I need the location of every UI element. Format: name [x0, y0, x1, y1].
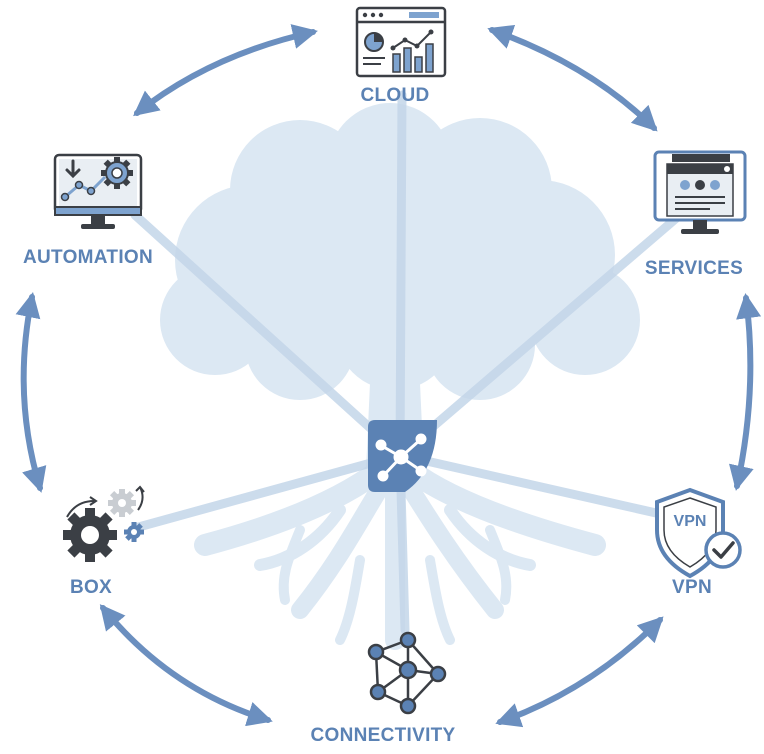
network-nodes-icon — [367, 631, 447, 715]
spoke-services — [395, 210, 685, 460]
dashboard-chart-icon — [355, 6, 447, 78]
label-services: SERVICES — [644, 258, 744, 279]
spoke-automation — [130, 210, 405, 460]
arrow-connectivity-box — [99, 604, 273, 727]
browser-monitor-icon — [653, 150, 747, 234]
arrows — [15, 24, 762, 728]
gears-icon — [63, 485, 145, 562]
label-cloud: CLOUD — [360, 85, 430, 106]
svg-text:VPN: VPN — [674, 513, 707, 530]
label-connectivity: CONNECTIVITY — [310, 725, 456, 746]
spoke-cloud — [395, 90, 407, 460]
arrow-services-vpn — [728, 293, 762, 491]
arrow-vpn-connectivity — [495, 616, 664, 728]
monitor-gear-chart-icon — [53, 153, 143, 229]
spokes — [130, 90, 685, 635]
spoke-vpn — [395, 450, 670, 520]
label-automation: AUTOMATION — [22, 247, 154, 268]
tree-background-illustration — [160, 103, 640, 650]
arrow-box-automation — [15, 292, 47, 493]
label-vpn: VPN — [672, 577, 712, 598]
arrow-automation-cloud — [133, 24, 318, 117]
spoke-box — [130, 450, 405, 533]
label-box: BOX — [69, 577, 113, 598]
network-hub-icon — [368, 420, 437, 492]
arrow-cloud-services — [487, 24, 658, 132]
vpn-shield-icon: VPN — [655, 487, 742, 579]
